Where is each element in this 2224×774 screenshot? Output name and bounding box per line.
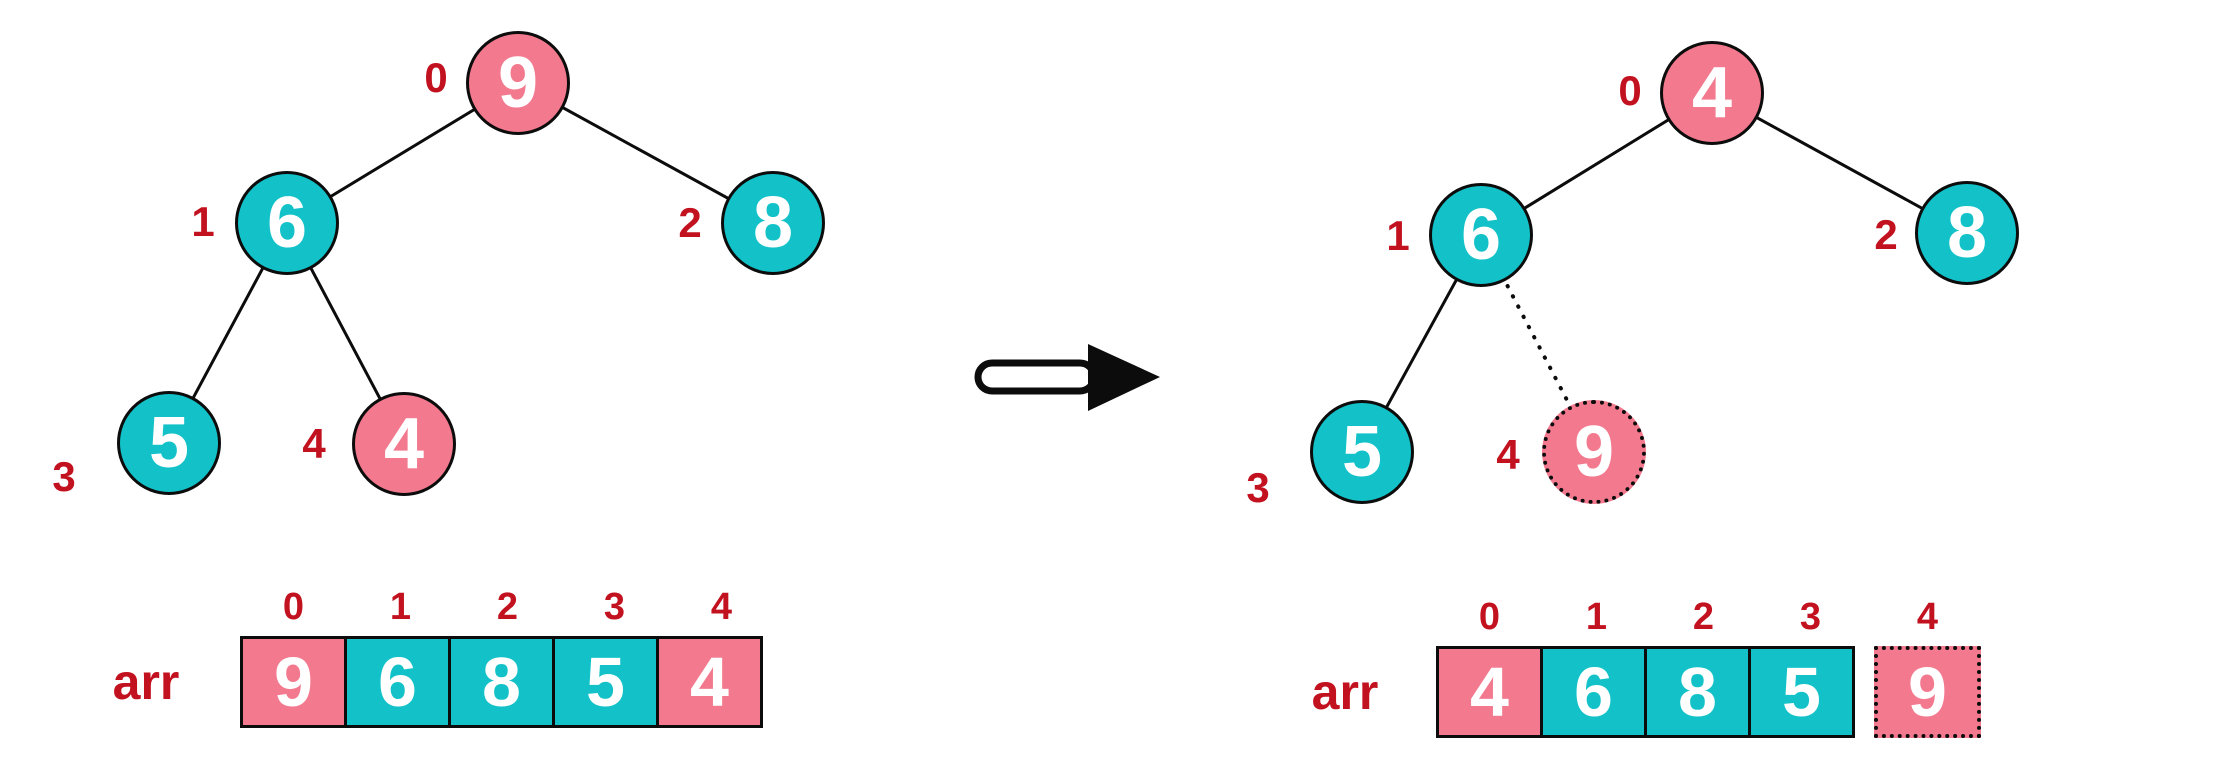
node-index-label: 4 [1496,431,1520,478]
array-index-label: 0 [1478,596,1501,638]
tree-node-detached: 9 [1542,400,1646,504]
array-cell: 9 [240,636,347,728]
array-cell: 4 [1436,646,1543,738]
node-value: 8 [1946,193,1988,273]
tree-node: 8 [721,171,825,275]
array-cell: 8 [448,636,555,728]
node-value: 5 [148,403,190,483]
array-cells: 4 6 8 5 [1436,646,1855,738]
array-index-label: 0 [282,586,305,628]
array-index-label: 1 [389,586,412,628]
tree-node: 6 [1429,183,1533,287]
array-index-label: 2 [1692,596,1715,638]
node-index-label: 3 [1246,464,1270,511]
node-value: 6 [1460,195,1502,275]
node-value: 9 [497,43,539,123]
array-label: arr [112,654,180,710]
node-value: 5 [1341,412,1383,492]
node-index-label: 2 [1874,211,1898,258]
array-cell-detached: 9 [1874,646,1981,738]
array: 0 1 2 3 4 4 6 8 5 9 [1436,598,1981,738]
node-index-label: 2 [678,199,702,246]
array-cell: 6 [1540,646,1647,738]
node-index-label: 0 [424,54,448,101]
array-index-label: 3 [1799,596,1822,638]
node-value: 4 [383,404,425,484]
node-value: 8 [752,183,794,263]
node-index-label: 3 [52,453,76,500]
array: 0 1 2 3 4 9 6 8 5 4 [240,588,763,728]
node-value: 6 [266,183,308,263]
array-index-label: 3 [603,586,626,628]
array-cell: 5 [1748,646,1855,738]
node-value: 4 [1691,53,1733,133]
tree-node: 4 [352,392,456,496]
array-cells: 9 6 8 5 4 [240,636,763,728]
tree-node: 9 [466,31,570,135]
array-cell: 6 [344,636,451,728]
node-index-label: 1 [191,198,215,245]
node-index-label: 0 [1618,67,1642,114]
node-index-label: 4 [302,420,326,467]
tree-node: 5 [117,391,221,495]
array-cell: 5 [552,636,659,728]
tree-node: 5 [1310,400,1414,504]
array-index-label: 4 [710,586,733,628]
rightwards-arrow-icon [974,344,1160,411]
array-index-label: 4 [1916,596,1939,638]
array-cell: 4 [656,636,763,728]
array-cell: 8 [1644,646,1751,738]
node-index-label: 1 [1386,212,1410,259]
node-value: 9 [1573,412,1615,492]
array-index-label: 1 [1585,596,1608,638]
tree-node: 4 [1660,41,1764,145]
array-label: arr [1311,664,1379,720]
tree-node: 8 [1915,181,2019,285]
tree-node: 6 [235,171,339,275]
array-index-label: 2 [496,586,519,628]
